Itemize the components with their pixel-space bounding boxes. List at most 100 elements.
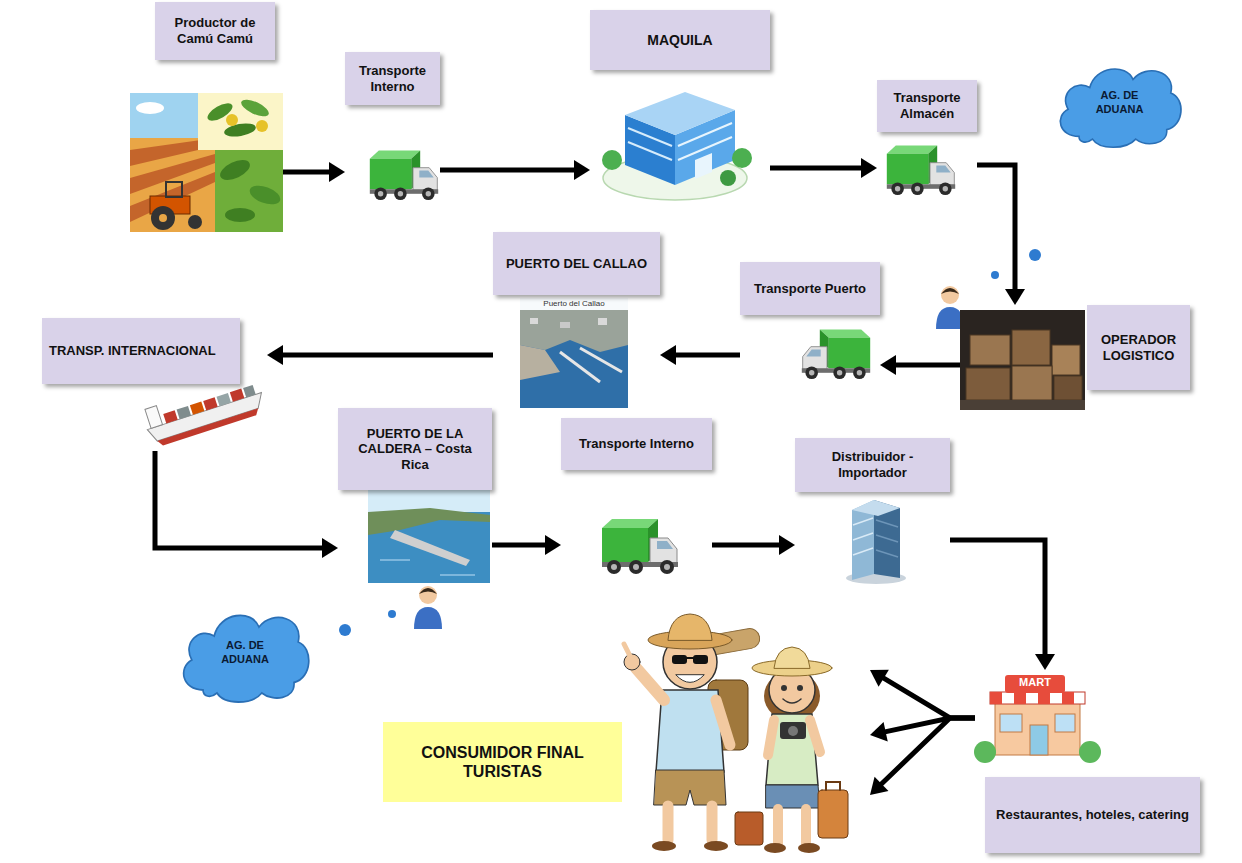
tourists-illustration (818, 790, 848, 838)
cloud-outline (1060, 69, 1181, 147)
warehouse-photo (960, 310, 1085, 410)
flow-arrow (770, 158, 877, 178)
flow-arrow (492, 535, 561, 555)
container-ship (157, 408, 260, 446)
port-photo (368, 508, 490, 535)
office-building (846, 500, 906, 584)
office-building (876, 550, 898, 557)
tourists-illustration (735, 812, 763, 845)
tourists-illustration (788, 726, 798, 736)
stage-label: Distribuidor - Importador (802, 449, 943, 480)
stage-group: CONSUMIDOR FINAL TURISTAS (383, 615, 870, 860)
customs-agent (414, 586, 442, 629)
stage-group: PUERTO DEL CALLAO (493, 232, 660, 408)
tourists-illustration (668, 614, 712, 640)
stage-label: CONSUMIDOR FINAL TURISTAS (390, 743, 615, 781)
container-ship (190, 402, 205, 415)
store-icon (1005, 675, 1065, 693)
factory-building (732, 148, 752, 168)
farm-illustration (215, 150, 283, 232)
tourists-illustration (764, 843, 786, 853)
office-building (853, 518, 873, 525)
arrow-line (281, 353, 493, 358)
flow-arrow (870, 670, 975, 795)
arrow-line (712, 543, 781, 548)
stage-group: Transporte Interno (345, 52, 440, 205)
office-building (852, 500, 900, 516)
arrow-line (283, 170, 331, 175)
label-box: TRANSP. INTERNACIONAL (42, 318, 240, 384)
arrow-head (267, 345, 283, 365)
port-photo (440, 574, 475, 576)
arrow-head (861, 158, 877, 178)
container-ship (243, 385, 256, 398)
arrow-head (870, 777, 888, 795)
store-icon (1055, 714, 1075, 732)
tourists-illustration (797, 685, 803, 691)
tourists-illustration (798, 843, 820, 853)
flow-arrow (155, 451, 338, 558)
arrow-line (880, 718, 975, 785)
customs-agent (941, 286, 959, 304)
stage-label: MAQUILA (647, 32, 712, 49)
truck-icon (802, 330, 870, 380)
cloud-label: AG. DE ADUANA (175, 600, 315, 705)
arrow-head (329, 162, 345, 182)
photo-caption: Puerto del Callao (522, 299, 626, 309)
tourists-illustration (636, 668, 664, 700)
stage-group: MAQUILA (590, 10, 770, 198)
tourists-illustration (826, 782, 840, 790)
arrow-line (492, 543, 547, 548)
factory-building (602, 150, 622, 170)
arrow-head (1005, 289, 1025, 305)
stage-label: Transporte Almacén (884, 90, 970, 121)
stage-group: Restaurantes, hoteles, catering (975, 670, 1200, 853)
warehouse-photo (1054, 376, 1082, 400)
tourists-illustration (624, 614, 848, 853)
tourists-illustration (707, 806, 718, 840)
port-photo (520, 298, 628, 310)
stage-label: OPERADOR LOGISTICO (1094, 332, 1183, 363)
tourists-illustration (704, 841, 728, 851)
warehouse-photo (1012, 366, 1052, 400)
office-building (876, 535, 898, 542)
stage-label: PUERTO DEL CALLAO (506, 256, 647, 272)
tourists-illustration (624, 644, 630, 656)
farm-illustration (151, 206, 175, 230)
port-photo (520, 310, 628, 352)
arrow-line (155, 451, 324, 548)
store-icon (1038, 692, 1050, 704)
port-photo (520, 345, 560, 380)
flow-arrow (880, 355, 960, 375)
flow-arrow (267, 345, 493, 365)
stage-label: Productor de Camú Camú (162, 15, 268, 46)
tourists-illustration (801, 809, 811, 843)
customs-agent (936, 307, 964, 329)
store-icon (990, 692, 1002, 704)
flow-arrow (950, 540, 1055, 670)
farm-illustration (188, 215, 202, 229)
label-box: Transporte Interno (345, 52, 440, 105)
arrow-line (440, 168, 576, 173)
arrow-head (870, 722, 888, 742)
arrow-head (1035, 654, 1055, 670)
farm-illustration (166, 182, 182, 197)
factory-building (678, 123, 732, 146)
flow-arrow (440, 160, 590, 180)
container-ship (141, 374, 267, 449)
label-box: Productor de Camú Camú (155, 2, 275, 60)
arrow-line (882, 677, 975, 718)
cloud-label: AG. DE ADUANA (1052, 55, 1187, 150)
label-box: Transporte Interno (561, 418, 712, 470)
container-ship (230, 389, 245, 402)
factory-building (628, 128, 672, 146)
farm-illustration (225, 208, 255, 222)
flow-arrow (977, 165, 1025, 305)
container-ship (145, 406, 163, 429)
arrow-head (574, 160, 590, 180)
farm-illustration (198, 93, 283, 150)
thought-dot (1029, 249, 1041, 261)
arrow-head (322, 538, 338, 558)
stage-label: Restaurantes, hoteles, catering (996, 807, 1189, 823)
customs-agent (419, 588, 437, 594)
